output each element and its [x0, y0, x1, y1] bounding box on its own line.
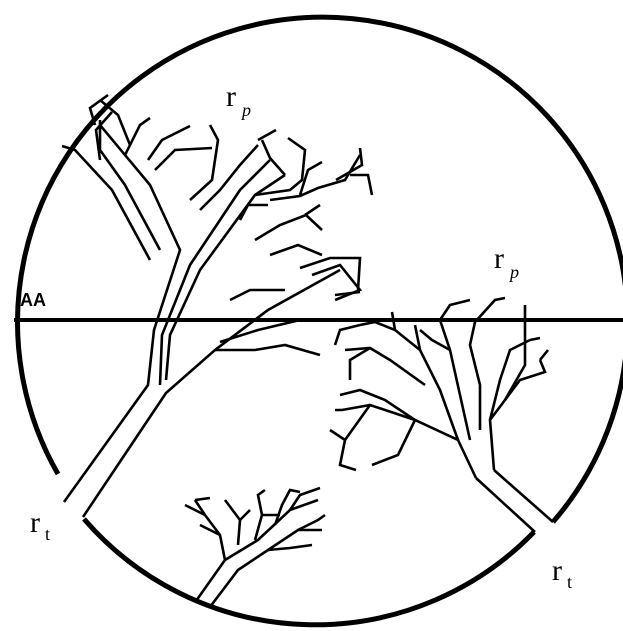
tree-1-crown-label: r p	[226, 80, 251, 120]
section-line-label: AA	[20, 290, 46, 310]
tree-right	[330, 298, 553, 532]
tree-1-root-subscript: t	[45, 524, 50, 544]
tree-small	[185, 488, 325, 607]
tree-2-crown-letter: r	[494, 242, 504, 275]
tree-2-crown-subscript: p	[508, 262, 519, 282]
tree-2-root-letter: r	[552, 554, 562, 587]
tree-2-root-subscript: t	[567, 572, 572, 592]
tree-1-crown-subscript: p	[240, 100, 251, 120]
tree-2-root-label: r t	[552, 554, 572, 592]
tree-2-crown-label: r p	[494, 242, 519, 282]
tree-1-root-label: r t	[30, 506, 50, 544]
tree-1-crown-letter: r	[226, 80, 236, 113]
tree-left	[62, 95, 372, 517]
tree-1-root-letter: r	[30, 506, 40, 539]
